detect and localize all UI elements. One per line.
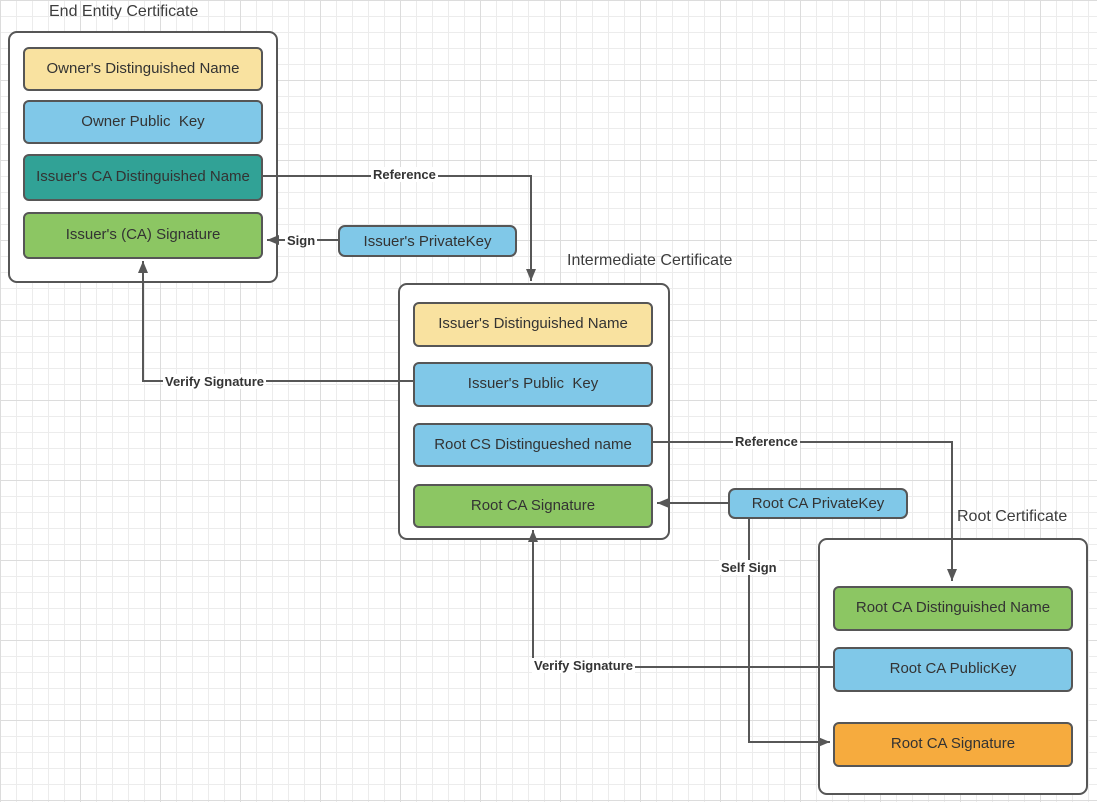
root-certificate-box: Root CA Distinguished Name Root CA Publi… — [818, 538, 1088, 795]
root-ca-private-key-box: Root CA PrivateKey — [728, 488, 908, 519]
intermediate-certificate-title: Intermediate Certificate — [567, 252, 733, 269]
root-certificate-title: Root Certificate — [957, 508, 1068, 525]
owner-public-key-field: Owner Public Key — [23, 100, 263, 144]
verify-signature-label-1: Verify Signature — [163, 374, 266, 389]
reference-label-2: Reference — [733, 434, 800, 449]
owner-distinguished-name-field: Owner's Distinguished Name — [23, 47, 263, 91]
verify-signature-arrow-root-to-intermediate — [528, 530, 833, 668]
intermediate-root-ca-signature-field: Root CA Signature — [413, 484, 653, 528]
verify-signature-label-2: Verify Signature — [532, 658, 635, 673]
root-ca-public-key-field: Root CA PublicKey — [833, 647, 1073, 692]
issuer-ca-signature-field: Issuer's (CA) Signature — [23, 212, 263, 259]
end-entity-certificate-title: End Entity Certificate — [49, 3, 199, 20]
root-ca-signature-field: Root CA Signature — [833, 722, 1073, 767]
sign-label: Sign — [285, 233, 318, 248]
root-cs-distinguished-name-field: Root CS Distingueshed name — [413, 423, 653, 467]
end-entity-certificate-box: Owner's Distinguished Name Owner Public … — [8, 31, 278, 283]
intermediate-certificate-box: Issuer's Distinguished Name Issuer's Pub… — [398, 283, 670, 540]
issuer-public-key-field: Issuer's Public Key — [413, 362, 653, 407]
issuer-private-key-box: Issuer's PrivateKey — [338, 225, 517, 257]
self-sign-label: Self Sign — [719, 560, 779, 575]
issuer-distinguished-name-field: Issuer's Distinguished Name — [413, 302, 653, 347]
issuer-ca-distinguished-name-field: Issuer's CA Distinguished Name — [23, 154, 263, 201]
reference-label-1: Reference — [371, 167, 438, 182]
root-ca-distinguished-name-field: Root CA Distinguished Name — [833, 586, 1073, 631]
